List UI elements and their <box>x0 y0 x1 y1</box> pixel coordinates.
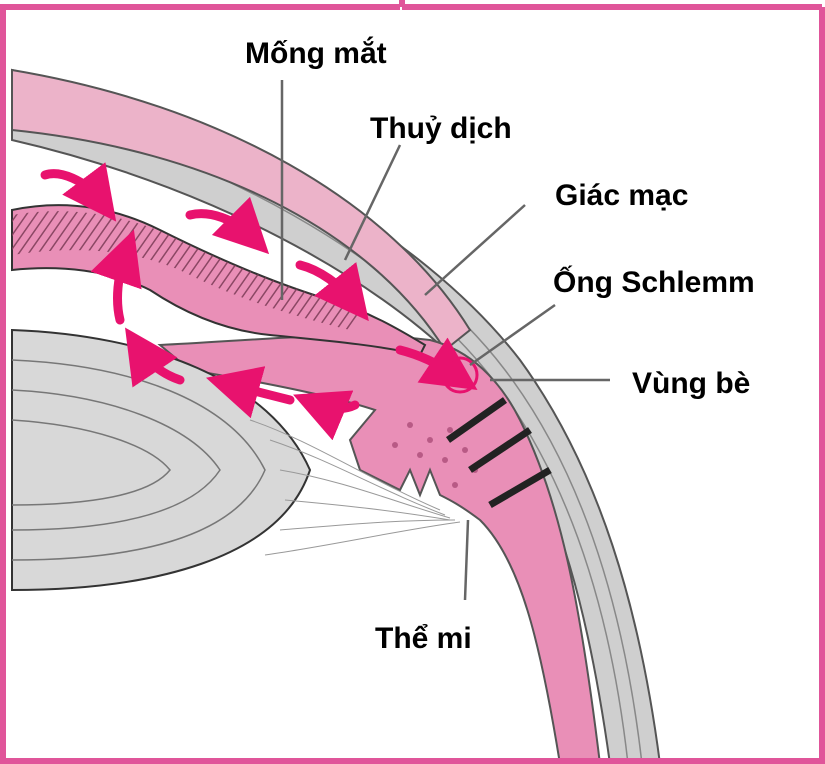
label-aqueous-humor: Thuỷ dịch <box>370 112 512 145</box>
label-trabecular-meshwork: Vùng bè <box>632 367 750 400</box>
label-schlemm-canal: Ống Schlemm <box>553 265 755 299</box>
label-iris: Mống mắt <box>245 36 387 70</box>
label-cornea: Giác mạc <box>555 179 688 212</box>
label-ciliary-body: Thể mi <box>375 622 472 655</box>
